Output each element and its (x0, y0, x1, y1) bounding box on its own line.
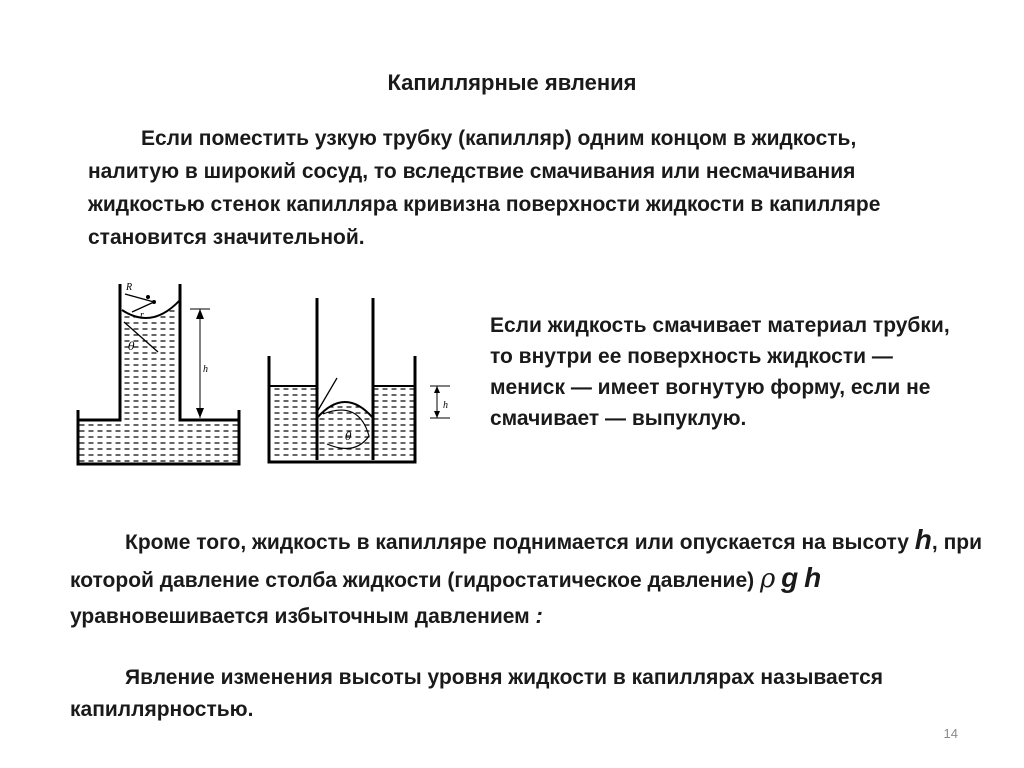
label-theta-left: θ (128, 340, 135, 353)
capillary-depression-diagram: θ h (267, 298, 450, 464)
symbol-g: g (781, 562, 799, 593)
definition-paragraph: Явление изменения высоты уровня жидкости… (70, 662, 990, 726)
vessel-liquid-left (269, 386, 317, 458)
wide-vessel (267, 356, 417, 464)
page-number: 14 (943, 726, 958, 741)
label-h-right: h (443, 400, 448, 411)
symbol-rho: ρ (759, 564, 776, 594)
height-text-2: , при которой давление столба жидкости (… (70, 531, 982, 592)
capillary-tube (315, 298, 375, 460)
capillary-tube (78, 284, 239, 422)
intro-paragraph: Если поместить узкую трубку (капилляр) о… (88, 122, 948, 254)
vessel-liquid (78, 422, 239, 462)
colon: : (535, 603, 543, 628)
definition-text: Явление изменения высоты уровня жидкости… (70, 666, 884, 721)
meniscus-paragraph: Если жидкость смачивает материал трубки,… (490, 314, 950, 430)
label-h-left: h (203, 364, 208, 375)
intro-text: Если поместить узкую трубку (капилляр) о… (88, 127, 881, 249)
concave-meniscus (121, 299, 181, 319)
height-text-1: Кроме того, жидкость в капилляре поднима… (125, 531, 915, 554)
label-theta-right: θ (345, 430, 352, 443)
height-paragraph: Кроме того, жидкость в капилляре поднима… (70, 522, 990, 634)
height-text-3: уравновешивается избыточным давлением (70, 605, 530, 628)
wide-vessel (76, 410, 241, 466)
vessel-liquid-right (373, 386, 415, 458)
label-R: R (125, 282, 132, 293)
slide-title: Капиллярные явления (387, 70, 637, 95)
tube-liquid (122, 300, 180, 422)
capillary-rise-diagram: R r θ h (76, 282, 241, 466)
label-r: r (140, 310, 144, 321)
symbol-h: h (914, 524, 932, 555)
tube-liquid (317, 402, 373, 458)
symbol-h2: h (804, 562, 822, 593)
convex-meniscus (316, 401, 374, 419)
